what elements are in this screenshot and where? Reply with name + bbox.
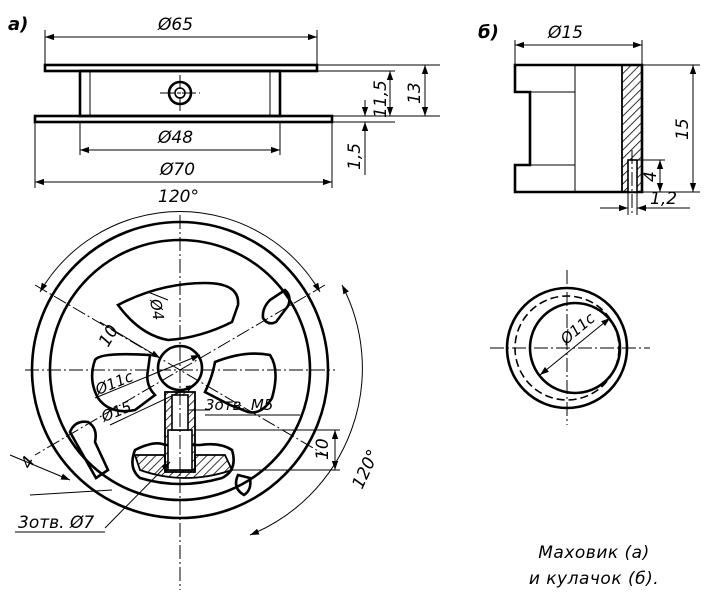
leader-d15: [109, 384, 196, 426]
dim-h115: 11,5: [371, 80, 391, 118]
leader-r10: [99, 321, 161, 359]
dim-w4: 4: [17, 453, 40, 472]
dim-d11c: Ø11с: [92, 367, 137, 399]
leader-d4: [147, 291, 169, 301]
leader-d11c: [94, 354, 201, 399]
dim-h15: 1,5: [345, 143, 365, 170]
center-boss: [156, 344, 204, 392]
cam-side-view: б) Ø15 15 4 1,2: [478, 22, 700, 215]
angle-arc-right: [249, 284, 363, 536]
angle-arc-top: [39, 211, 321, 293]
flywheel-side-view: а) Ø65 Ø48 Ø70 11,5: [8, 14, 440, 188]
window-top: [116, 281, 240, 342]
dim-cam-h4: 4: [641, 171, 661, 182]
dim-d70: Ø70: [159, 160, 195, 180]
dim-cam-h15: 15: [673, 118, 693, 140]
dim-cam-d11c: Ø11с: [556, 309, 599, 349]
slot-left: [68, 420, 110, 480]
dim-cam-w12: 1,2: [650, 189, 677, 209]
bottom-flange: [33, 114, 334, 124]
leader-w4-b: [29, 489, 113, 496]
leader-d7: [104, 461, 171, 529]
diagonal-center-line: [34, 284, 326, 456]
dim-holes-d7: 3отв. Ø7: [18, 513, 94, 533]
leader-w4-a: [9, 454, 71, 481]
window-left: [90, 352, 157, 413]
dim-h13: 13: [405, 82, 425, 104]
dim-d48: Ø48: [157, 128, 193, 148]
dim-cam-d15: Ø15: [547, 23, 583, 43]
dim-depth10: 10: [313, 438, 333, 460]
panel-label-b: б): [478, 22, 499, 43]
caption-line-1: Маховик (а): [538, 543, 649, 563]
cam-plan-view: Ø11с: [490, 270, 650, 425]
dim-r10: 10: [95, 322, 123, 351]
dim-holes-m5: 3отв. М5: [205, 396, 273, 414]
figure-caption: Маховик (а) и кулачок (б).: [529, 543, 659, 589]
dim-angle-top: 120°: [158, 187, 199, 207]
dim-d4: Ø4: [146, 297, 168, 322]
caption-line-2: и кулачок (б).: [529, 569, 659, 589]
flywheel-plan-view: 120° 120° Ø4 10 Ø11с Ø15 3отв. М5 10 4 3…: [9, 187, 384, 590]
panel-label-a: а): [8, 14, 28, 35]
dim-line-cam-d11c: [539, 317, 611, 376]
dim-angle-right: 120°: [348, 447, 383, 493]
dim-d65: Ø65: [157, 15, 193, 35]
